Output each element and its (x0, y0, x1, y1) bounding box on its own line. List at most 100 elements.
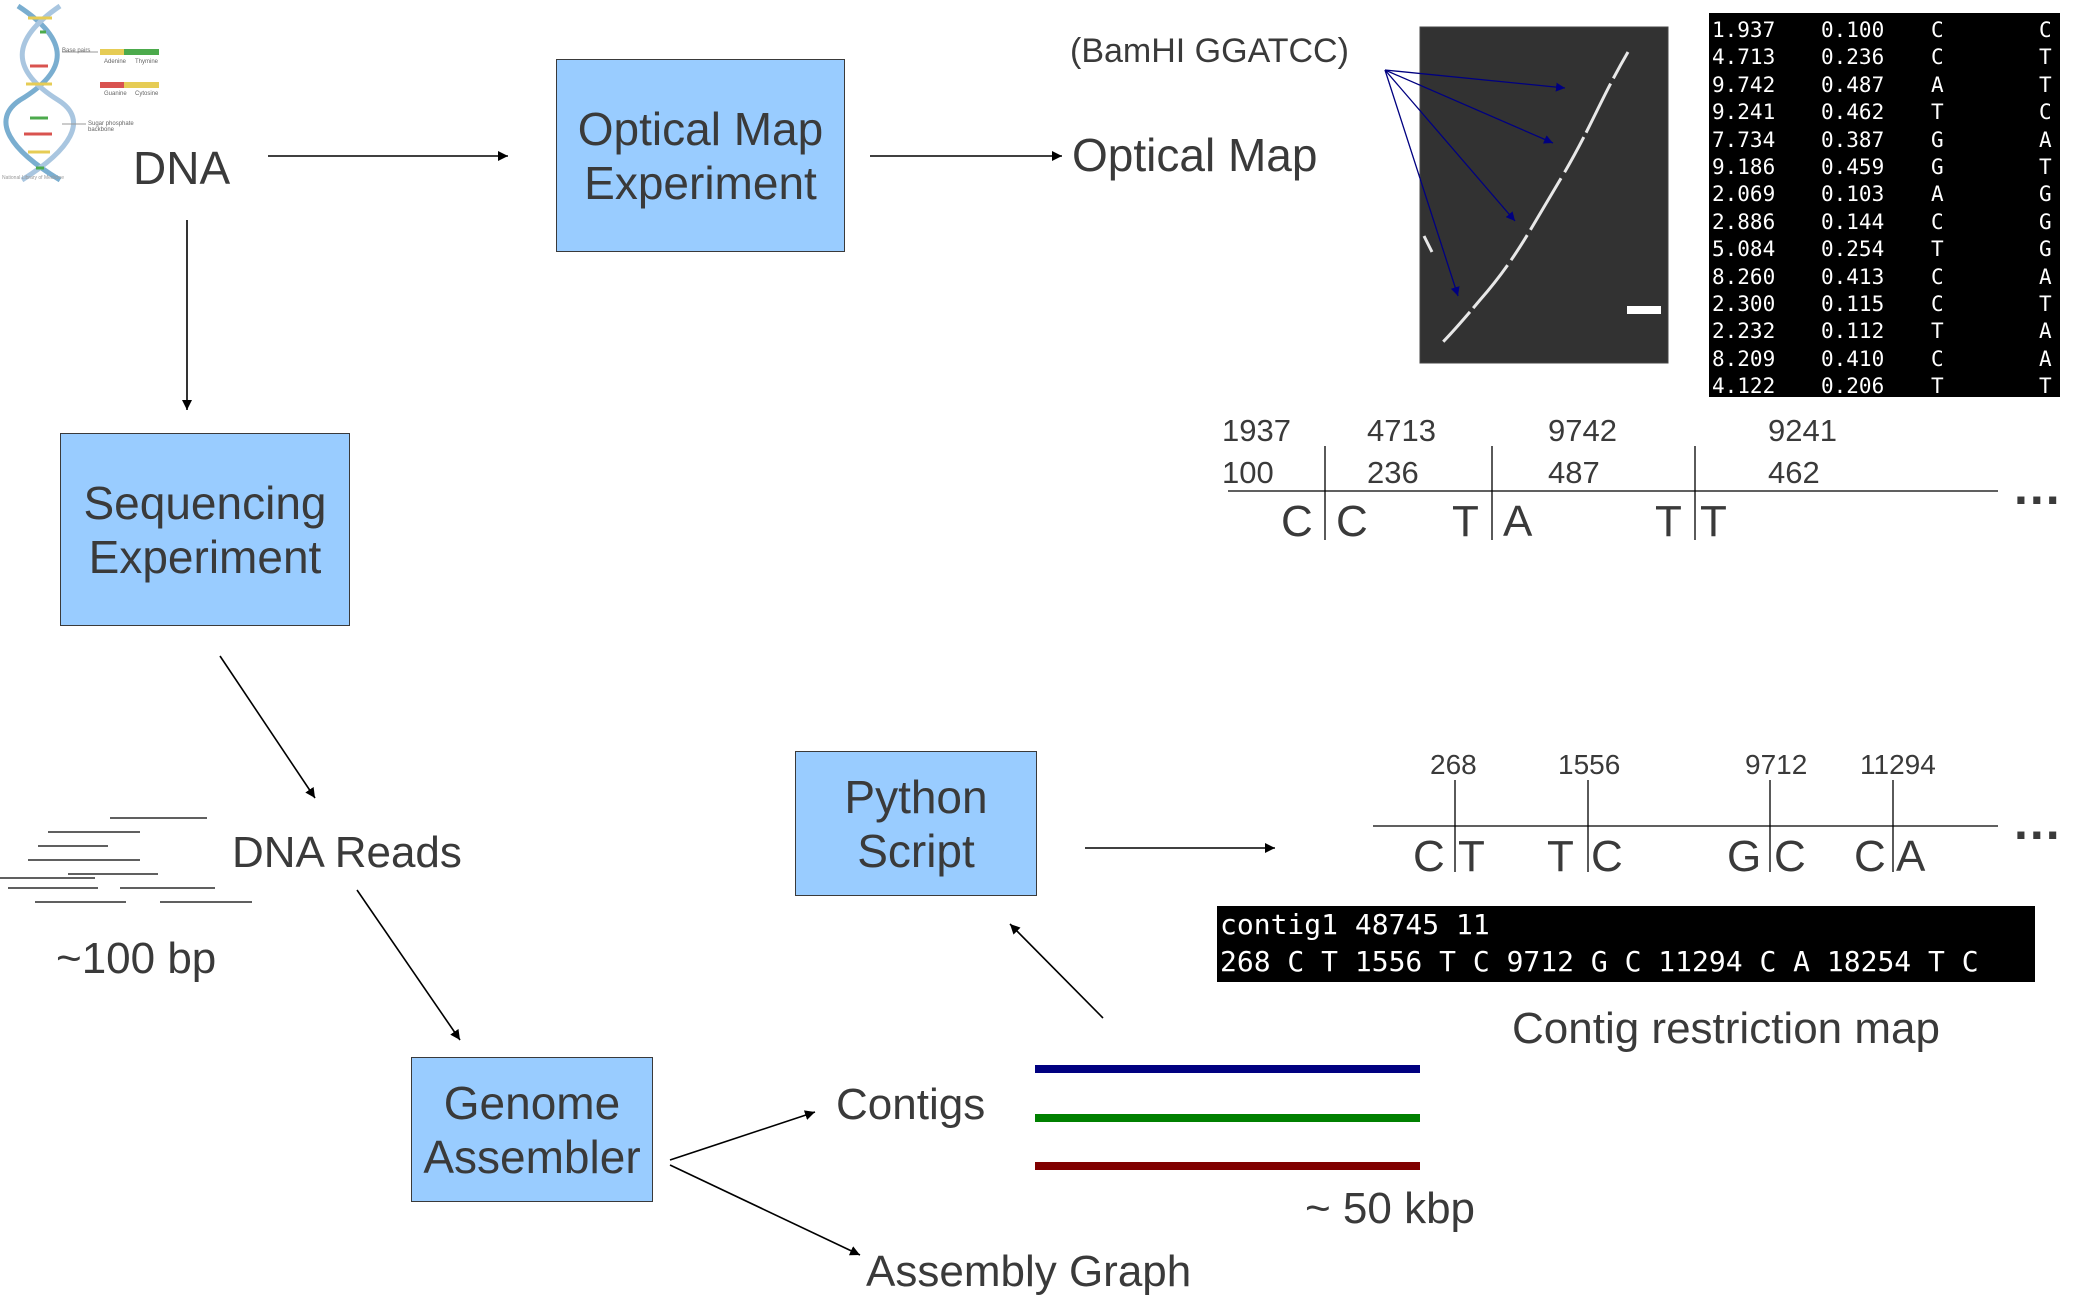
contig-bars (1035, 1065, 1420, 1170)
optical-track-base-right: A (1503, 497, 1533, 546)
contig-track-base-left: T (1547, 832, 1574, 881)
arrow-assembler-to-graph (669, 1164, 861, 1256)
contig-restriction-map-label: Contig restriction map (1512, 1004, 1940, 1053)
optical-track-lines (1228, 446, 1998, 540)
optical-table-cell: T (2039, 155, 2052, 179)
contig-track-position: 11294 (1860, 749, 1936, 780)
optical-track-number-bottom: 487 (1548, 455, 1600, 490)
optical-track-base-right: T (1700, 497, 1727, 546)
optical-map-experiment-box: Optical Map Experiment (556, 59, 845, 252)
optical-table-cell: 1.937 (1712, 18, 1776, 42)
optical-track-number-top: 4713 (1367, 413, 1436, 448)
contigs-label: Contigs (836, 1080, 986, 1129)
optical-map-image (1419, 26, 1669, 364)
optical-table-cell: 0.100 (1821, 18, 1885, 42)
box-line: Genome (443, 1076, 621, 1129)
optical-track-number-top: 9241 (1768, 413, 1837, 448)
contig-track-base-left: G (1727, 832, 1762, 881)
optical-table-cell: 9.241 (1712, 100, 1776, 125)
optical-table-cell: G (2039, 237, 2052, 262)
optical-table-cell: 0.103 (1821, 182, 1885, 207)
optical-table-cell: G (1931, 127, 1944, 152)
dna-image-label-adenine: Adenine (104, 59, 127, 65)
arrow-assembler-to-contigs (669, 1110, 816, 1161)
optical-table-cell: 2.232 (1712, 319, 1776, 344)
optical-table-cell: 8.260 (1712, 264, 1776, 289)
optical-table-cell: 0.410 (1821, 346, 1885, 371)
optical-table-cell: 0.413 (1821, 264, 1885, 289)
optical-table-cell: C (1931, 45, 1944, 70)
contig-track-lines (1373, 780, 1998, 872)
contig-track-base-right: C (1591, 832, 1623, 881)
optical-table-cell: 0.144 (1821, 209, 1885, 234)
arrow-contigs-to-python (1009, 923, 1104, 1019)
box-line: Python (844, 770, 988, 823)
contig-terminal-line-2: 268 C T 1556 T C 9712 G C 11294 C A 1825… (1220, 945, 1979, 978)
bamhi-label: (BamHI GGATCC) (1070, 32, 1349, 70)
optical-table-cell: 0.112 (1821, 319, 1885, 344)
arrow-reads-to-assembler (356, 889, 461, 1041)
dna-image-label-thymine: Thymine (135, 59, 159, 65)
optical-table-cell: A (1931, 72, 1944, 97)
arrow-sequencing-to-reads (219, 655, 316, 799)
box-line: Experiment (584, 156, 817, 209)
contig-track-base-right: C (1774, 832, 1806, 881)
optical-track-number-top: 9742 (1548, 413, 1617, 448)
optical-table-cell: C (2039, 100, 2052, 125)
contig-track-position: 268 (1430, 749, 1477, 780)
optical-track-base-left: T (1655, 497, 1682, 546)
optical-track-ellipsis: ... (2014, 459, 2062, 515)
optical-table-cell: C (1931, 264, 1944, 289)
optical-table-cell: 5.084 (1712, 237, 1776, 262)
restriction-site-pointers (1384, 69, 1566, 297)
dna-reads-label: DNA Reads (232, 828, 462, 877)
optical-table-cell: 7.734 (1712, 127, 1776, 152)
sequencing-experiment-box: Sequencing Experiment (60, 433, 350, 626)
optical-table-cell: 9.186 (1712, 155, 1776, 179)
contig-track-base-left: C (1854, 832, 1886, 881)
dna-image-credit: National Library of Medicine (2, 175, 64, 181)
contig-track-ellipsis: ... (2014, 794, 2062, 850)
optical-table-cell: 9.742 (1712, 72, 1776, 97)
contig-track-base-left: C (1413, 832, 1445, 881)
dna-image-label-base-pairs: Base pairs (62, 48, 91, 54)
optical-table-cell: 4.122 (1712, 374, 1776, 397)
optical-track-number-top: 1937 (1222, 413, 1291, 448)
optical-table-cell: T (1931, 319, 1944, 344)
optical-table-cell: A (2039, 346, 2052, 371)
optical-table-cell: C (2039, 18, 2052, 42)
dna-helix-illustration (3, 3, 159, 183)
box-line: Script (857, 824, 975, 877)
optical-track-base-right: C (1336, 497, 1368, 546)
optical-table-cell: A (1931, 182, 1944, 207)
optical-table-cell: 0.206 (1821, 374, 1885, 397)
contig-length-label: ~ 50 kbp (1305, 1184, 1476, 1233)
optical-table-cell: A (2039, 319, 2052, 344)
optical-table-cell: C (1931, 18, 1944, 42)
optical-table-cell: 0.236 (1821, 45, 1885, 70)
optical-track-number-bottom: 100 (1222, 455, 1274, 490)
optical-track-base-left: T (1452, 497, 1479, 546)
optical-table-cell: 4.713 (1712, 45, 1776, 70)
assembly-graph-label: Assembly Graph (866, 1247, 1192, 1296)
optical-table-cell: G (2039, 182, 2052, 207)
optical-table-cell: T (2039, 292, 2052, 316)
dna-image-label-guanine: Guanine (104, 91, 127, 97)
optical-table-cell: 0.487 (1821, 72, 1885, 97)
optical-table-cell: G (2039, 209, 2052, 234)
dna-read-lines (0, 817, 252, 903)
optical-map-label: Optical Map (1072, 129, 1318, 181)
optical-table-cell: 8.209 (1712, 346, 1776, 371)
optical-table-cell: G (1931, 155, 1944, 179)
optical-table-cell: 2.069 (1712, 182, 1776, 207)
dna-label: DNA (133, 142, 231, 194)
optical-table-cell: 0.459 (1821, 155, 1885, 179)
optical-table-cell: T (2039, 374, 2052, 397)
genome-assembler-box: Genome Assembler (411, 1057, 653, 1202)
contig-track-position: 9712 (1745, 749, 1808, 780)
dna-image-label-backbone: Sugar phosphate backbone (88, 121, 134, 133)
contig-terminal-line-1: contig1 48745 11 (1220, 908, 1490, 941)
optical-table-cell: A (2039, 127, 2052, 152)
